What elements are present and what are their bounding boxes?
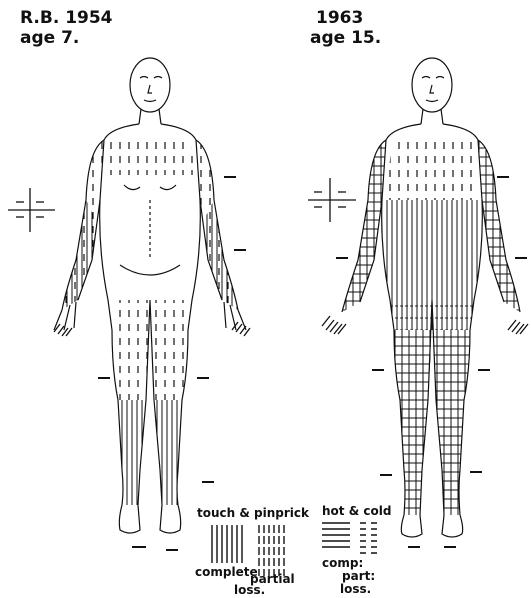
left-complete-loss-shading [62, 200, 238, 505]
legend-temp-partial-swatch [360, 523, 377, 553]
legend-touch-title: touch & pinprick [197, 507, 309, 520]
right-crosshair-symbol [308, 178, 356, 222]
legend-touch-loss-label: loss. [234, 584, 265, 597]
legend-temp-complete-swatch [322, 523, 350, 547]
legend-touch-partial-swatch [259, 525, 284, 576]
right-complete-loss-shading [384, 140, 481, 330]
legend-temp-title: hot & cold [322, 505, 391, 518]
legend-temp-loss-label: loss. [340, 583, 371, 596]
left-crosshair-symbol [8, 188, 55, 232]
legend-touch-complete-swatch [212, 525, 242, 563]
left-body-figure [54, 58, 246, 533]
legend-touch-complete-label: complete [195, 566, 258, 579]
